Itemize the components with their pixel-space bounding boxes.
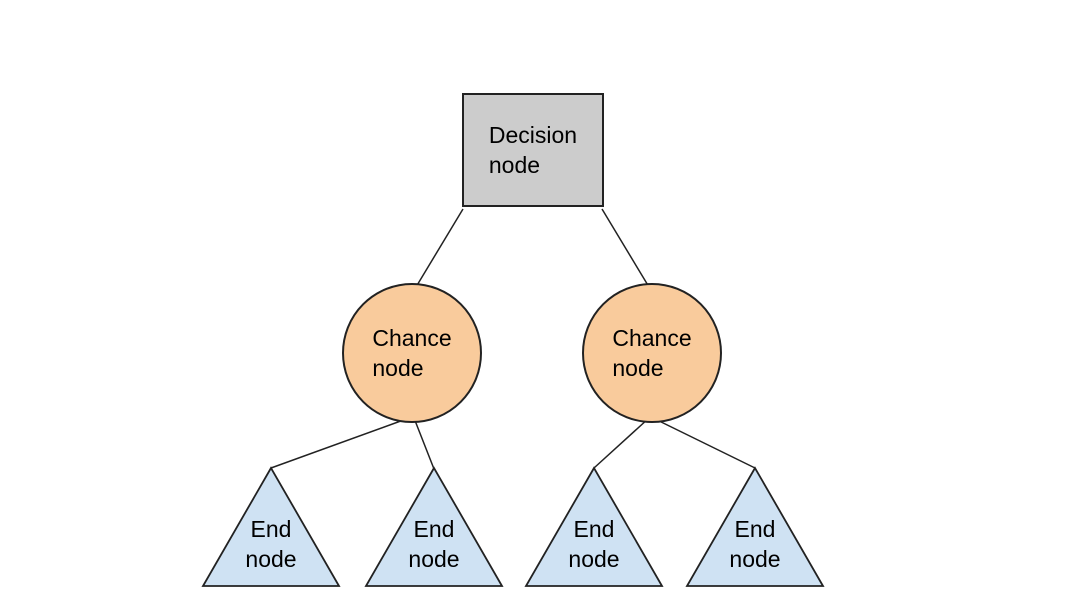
end-node-1-triangle — [201, 466, 341, 587]
edge-chance-right-to-end-3 — [593, 417, 650, 469]
decision-node: Decision node — [462, 93, 604, 207]
end-node-4-label: End node — [729, 516, 781, 572]
end-node-1-label: End node — [245, 516, 297, 572]
end-node-3-triangle — [524, 466, 664, 587]
edge-chance-left-to-end-1 — [270, 417, 410, 469]
chance-node-right: Chance node — [582, 283, 722, 423]
end-node-2-label: End node — [408, 516, 460, 572]
edge-decision-to-chance-left — [415, 208, 464, 288]
edge-chance-left-to-end-2 — [413, 417, 435, 470]
end-node-4-triangle — [685, 466, 825, 587]
end-node-3-label: End node — [568, 516, 620, 572]
chance-node-right-label: Chance node — [612, 325, 692, 381]
decision-node-label: Decision node — [488, 122, 578, 178]
edge-decision-to-chance-right — [601, 208, 650, 288]
chance-node-left: Chance node — [342, 283, 482, 423]
edge-chance-right-to-end-4 — [652, 417, 756, 469]
chance-node-left-label: Chance node — [372, 325, 452, 381]
end-node-2-triangle — [364, 466, 504, 587]
